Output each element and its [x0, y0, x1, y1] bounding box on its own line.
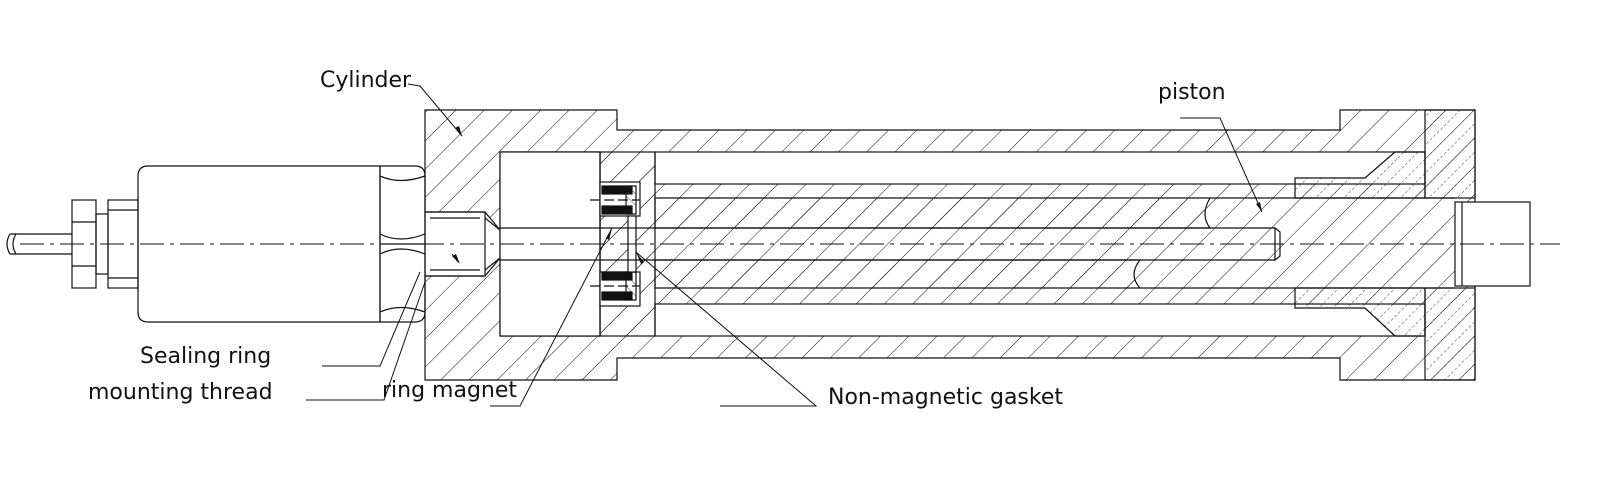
- label-cylinder: Cylinder: [320, 68, 412, 93]
- cable: [6, 233, 72, 255]
- label-non-magnetic-gasket: Non-magnetic gasket: [828, 385, 1064, 410]
- label-ring-magnet: ring magnet: [382, 378, 518, 403]
- leader-arrows: [452, 126, 1262, 264]
- right-bushing: [1294, 109, 1476, 381]
- label-sealing-ring: Sealing ring: [140, 344, 272, 369]
- label-piston: piston: [1158, 80, 1226, 105]
- ring-magnet: [590, 185, 640, 301]
- leader-lines: [306, 83, 1263, 407]
- label-mounting-thread: mounting thread: [88, 380, 273, 405]
- sensor-rod: [500, 226, 1281, 262]
